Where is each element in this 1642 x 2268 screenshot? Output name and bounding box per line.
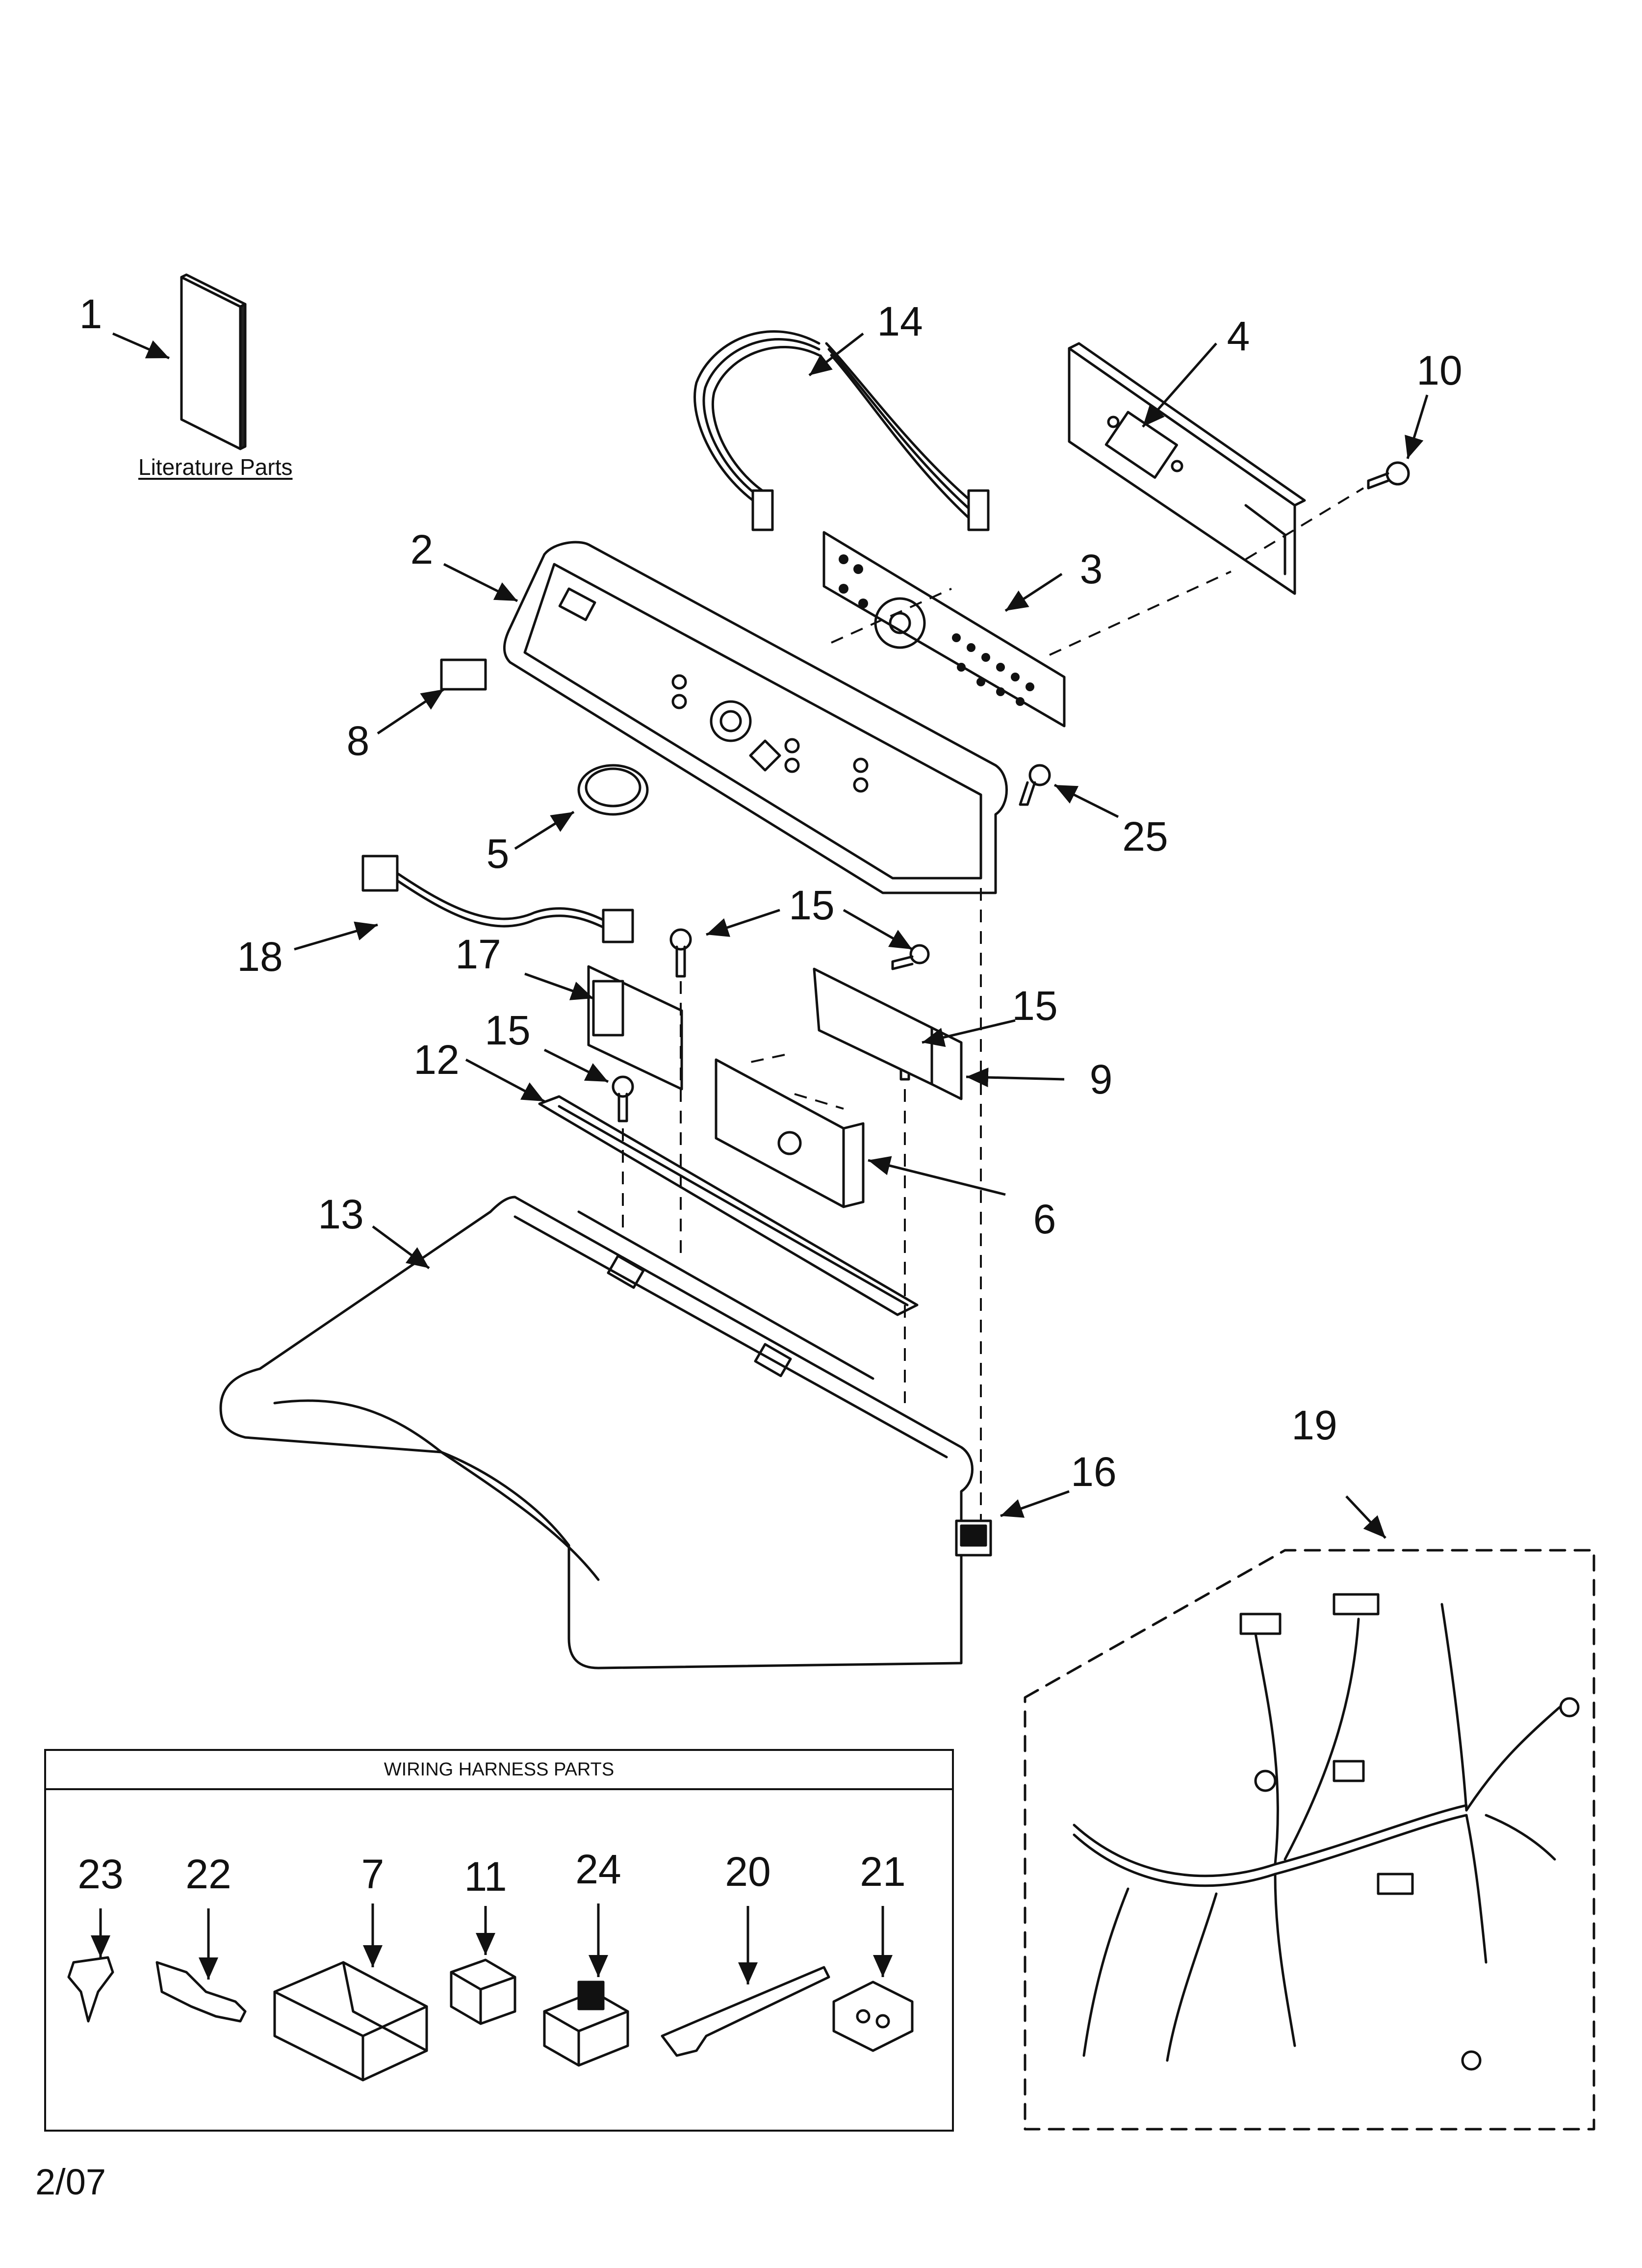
callout-23: 23 (77, 1851, 124, 1897)
top-panel-part-13 (219, 1196, 974, 1669)
leader-arrow-13 (372, 1225, 430, 1270)
leader-arrow-5 (514, 810, 575, 850)
harness-part-14 (693, 330, 990, 531)
callout-8: 8 (346, 718, 370, 764)
leader-arrow-16 (1000, 1490, 1070, 1518)
bracket-part-4 (1068, 342, 1306, 595)
callout-4: 4 (1227, 313, 1250, 359)
leader-arrow-15c (922, 1019, 1016, 1047)
callout-22: 22 (185, 1851, 231, 1897)
leader-arrow-15b (843, 909, 913, 951)
leader-arrow-25 (1053, 783, 1119, 818)
wire-clip-part-23 (67, 1956, 114, 2023)
callout-11: 11 (464, 1853, 507, 1900)
leader-arrow-19 (1345, 1495, 1386, 1539)
main-harness-part-19 (1024, 1549, 1595, 2131)
wiring-harness-parts-box: WIRING HARNESS PARTS (44, 1749, 954, 2132)
connector-part-24 (543, 1981, 629, 2067)
callout-3: 3 (1079, 546, 1103, 592)
switch-part-17 (587, 965, 683, 1091)
callout-25: 25 (1122, 813, 1168, 860)
leader-arrow-8 (377, 688, 445, 735)
terminal-part-22 (155, 1961, 247, 2023)
literature-booklet-part (180, 273, 247, 450)
leader-arrow-14 (808, 333, 864, 376)
label-part-8 (440, 658, 487, 691)
module-part-6 (715, 1058, 865, 1208)
literature-parts-label: Literature Parts (138, 454, 293, 480)
callout-20: 20 (725, 1849, 771, 1895)
callout-15c: 15 (485, 1007, 531, 1053)
connector-part-11 (450, 1958, 516, 2025)
leader-arrow-2 (443, 563, 518, 602)
callout-10: 10 (1416, 347, 1462, 393)
callout-12: 12 (413, 1037, 460, 1083)
leader-arrow-17 (524, 972, 594, 1000)
bracket-part-9 (813, 967, 963, 1100)
callout-21: 21 (860, 1849, 906, 1895)
callout-7: 7 (361, 1851, 385, 1897)
leader-arrow-9 (966, 1068, 1065, 1088)
screw-part-10 (1367, 461, 1410, 490)
callout-6: 6 (1033, 1196, 1056, 1242)
leader-arrow-15a (706, 909, 780, 937)
leader-arrow-3 (1004, 573, 1063, 612)
leader-arrow-1 (112, 332, 170, 360)
leader-arrow-10 (1405, 394, 1429, 459)
screw-part-25 (1019, 764, 1051, 806)
leader-arrow-4 (1142, 342, 1217, 428)
callout-1: 1 (79, 291, 103, 337)
harness-part-18 (361, 855, 634, 943)
cable-tie-part-20 (661, 1966, 830, 2057)
knob-part-5 (577, 764, 649, 816)
console-part-2 (503, 541, 1008, 894)
connector-part-7 (273, 1961, 428, 2082)
leader-arrow-12 (465, 1058, 545, 1103)
control-board-part-3 (822, 531, 1066, 728)
foot-part-16 (955, 1519, 992, 1557)
callout-17: 17 (455, 931, 501, 977)
callout-15b: 15 (1012, 983, 1058, 1029)
callout-13: 13 (318, 1191, 364, 1237)
leader-arrow-15d (543, 1048, 609, 1083)
callout-14: 14 (877, 298, 923, 344)
date-code: 2/07 (35, 2162, 106, 2202)
callout-2: 2 (410, 526, 434, 573)
wiring-harness-parts-title: WIRING HARNESS PARTS (46, 1751, 952, 1790)
callout-24: 24 (575, 1846, 621, 1892)
leader-arrow-18 (294, 921, 378, 951)
callout-16: 16 (1071, 1449, 1117, 1495)
callout-19: 19 (1291, 1402, 1337, 1448)
callout-15a: 15 (789, 882, 835, 928)
connector-part-21 (832, 1981, 914, 2052)
bracket-part-12 (538, 1095, 919, 1316)
callout-5: 5 (486, 831, 510, 877)
leader-arrow-6 (868, 1156, 1006, 1196)
callout-9: 9 (1089, 1056, 1113, 1102)
callout-18: 18 (237, 934, 283, 980)
